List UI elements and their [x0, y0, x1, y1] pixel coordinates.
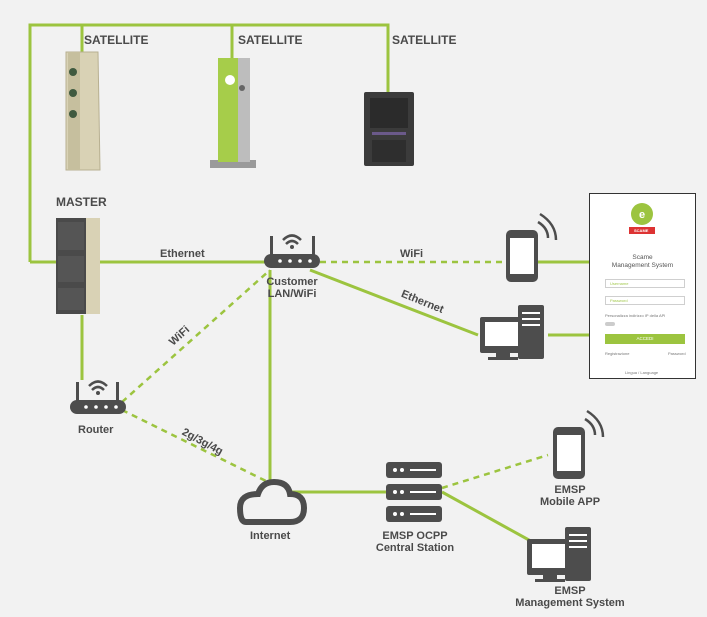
password-link[interactable]: Password [668, 351, 686, 356]
router-label: Router [78, 424, 114, 436]
satellite-2-charger [210, 58, 256, 168]
language-link[interactable]: Lingua / Language [625, 370, 659, 375]
svg-text:e: e [639, 209, 645, 221]
router-icon [70, 380, 126, 414]
username-field[interactable]: Username [605, 279, 685, 288]
central-station-label: EMSP OCPP Central Station [375, 530, 455, 554]
password-field[interactable]: Password [605, 296, 685, 305]
master-charger [56, 218, 100, 314]
internet-cloud-icon [236, 478, 308, 525]
customer-router-label: Customer LAN/WiFi [266, 276, 318, 300]
central-mgmt-line [441, 490, 539, 547]
satellite-3-wallbox [364, 92, 414, 166]
toggle-switch[interactable] [605, 322, 615, 326]
router-customer-wifi-line [121, 269, 271, 403]
app-title: Scame Management System [611, 254, 674, 269]
customer-pc-ethernet-line [309, 268, 479, 337]
internet-label: Internet [250, 530, 291, 542]
remember-label: Personalizza indirizzo IP della API [605, 313, 666, 318]
satellite-1-label: SATELLITE [84, 33, 149, 47]
satellite-bus-line [28, 23, 390, 262]
central-mobileapp-wifi-line [441, 453, 549, 490]
management-system-screenshot: e SCAME Scame Management System Username… [589, 193, 696, 379]
desktop-computer-icon [480, 305, 544, 360]
login-button[interactable]: ACCEDI [605, 334, 685, 344]
register-link[interactable]: Registrazione [605, 351, 630, 356]
customer-router-icon [264, 234, 320, 268]
brand-label: SCAME [634, 228, 649, 233]
smartphone-icon [506, 212, 558, 282]
server-stack-icon [386, 462, 442, 522]
router-internet-mobile-line [121, 408, 269, 484]
ethernet-label: Ethernet [160, 248, 205, 260]
satellite-1-charger [65, 51, 101, 171]
satellite-2-label: SATELLITE [238, 33, 303, 47]
master-label: MASTER [56, 195, 107, 209]
wifi-label: WiFi [400, 248, 424, 260]
desktop-computer-icon [527, 527, 591, 582]
smartphone-icon [553, 409, 605, 479]
scame-logo-icon: e [629, 203, 655, 234]
satellite-3-label: SATELLITE [392, 33, 457, 47]
mobile-app-label: EMSP Mobile APP [539, 484, 601, 508]
management-system-label: EMSP Management System [515, 585, 625, 609]
